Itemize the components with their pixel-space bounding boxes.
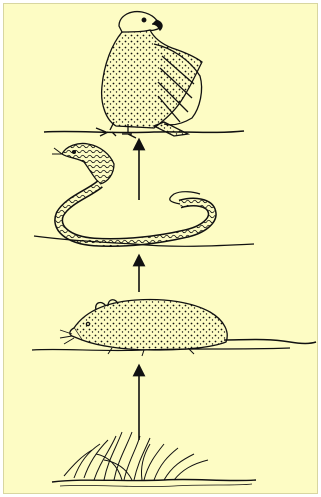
snake-icon <box>34 143 254 246</box>
eagle-icon <box>44 12 244 138</box>
food-chain-diagram <box>4 4 319 495</box>
grass-icon <box>52 432 256 487</box>
food-chain-panel <box>3 3 318 494</box>
rat-icon <box>32 300 316 357</box>
